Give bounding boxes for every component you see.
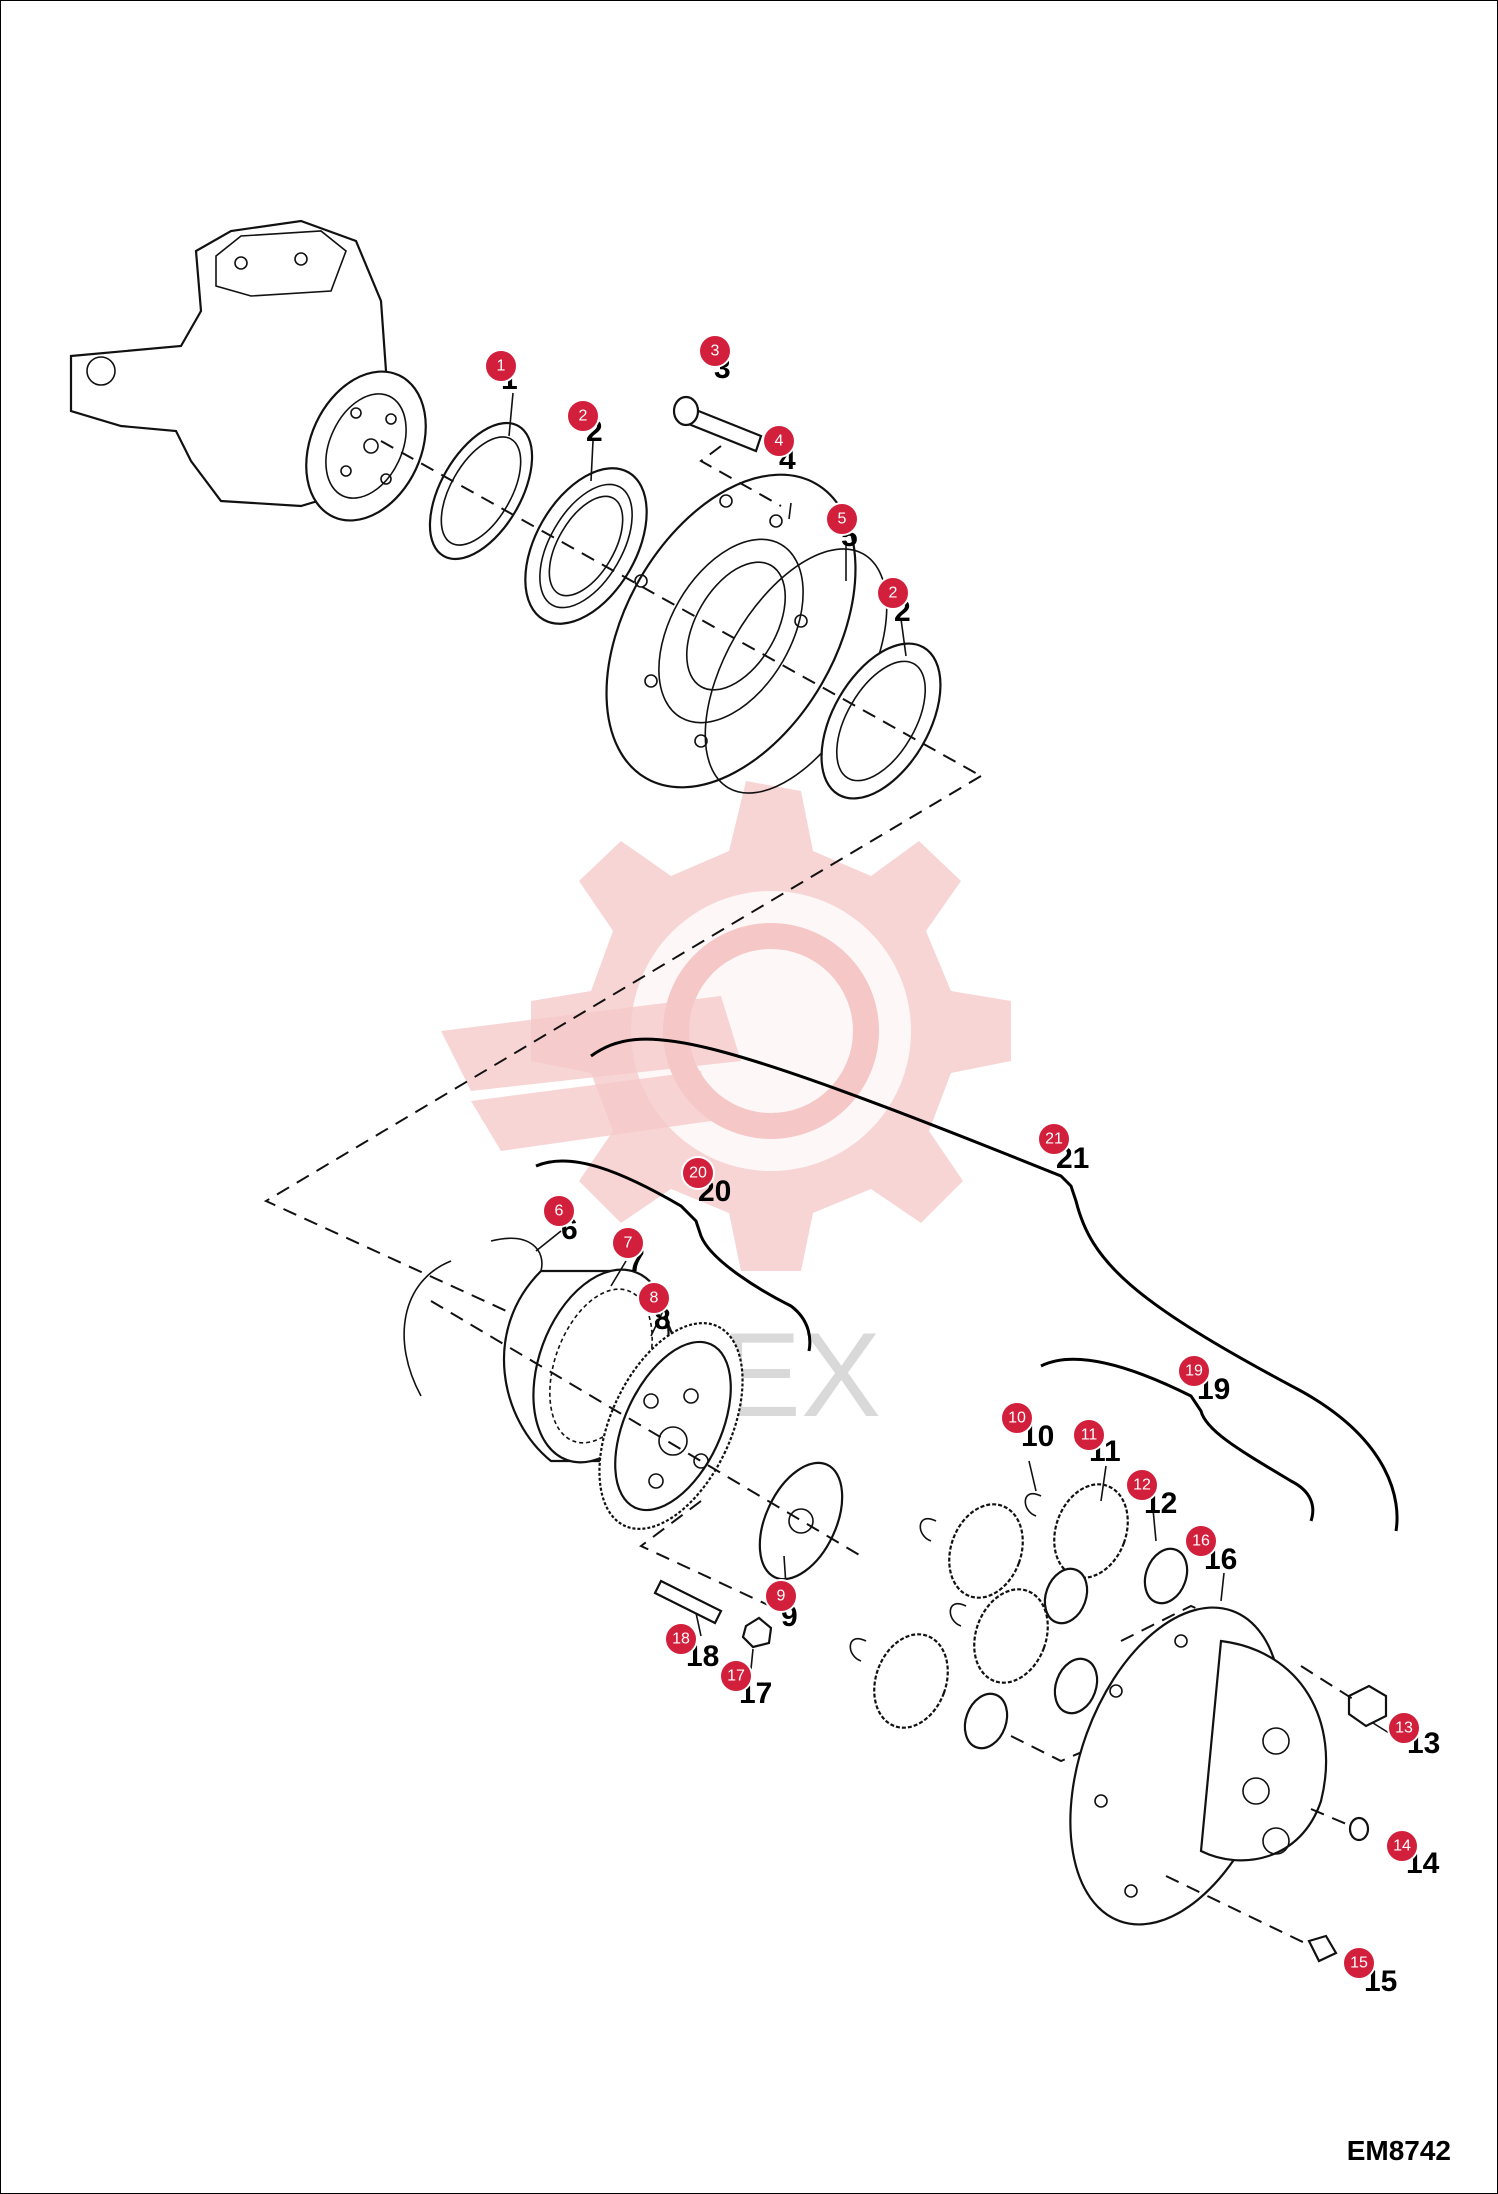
callout-badge-label-6: 6 [555, 1203, 564, 1220]
callout-badge-3[interactable] [698, 334, 732, 368]
callout-badge-7[interactable] [611, 1226, 645, 1260]
callout-badge-6[interactable] [542, 1194, 576, 1228]
callout-badge-9[interactable] [764, 1579, 798, 1613]
callout-badge-label-15: 15 [1350, 1955, 1368, 1972]
callout-badge-label-8: 8 [650, 1290, 659, 1307]
callout-badge-18[interactable] [664, 1622, 698, 1656]
bracket-group-20 [535, 1159, 812, 1352]
carrier-gear-part-8 [598, 1322, 744, 1530]
leader-lines [508, 392, 1390, 1734]
planet-gear-set [849, 1483, 1227, 1763]
planet-carrier-housing-part-16 [1069, 1606, 1328, 1926]
callout-badge-17[interactable] [719, 1659, 753, 1693]
pin-part-18 [653, 1579, 723, 1625]
callout-badge-13[interactable] [1387, 1711, 1421, 1745]
callout-badge-16[interactable] [1184, 1524, 1218, 1558]
callout-badge-label-16: 16 [1192, 1533, 1210, 1550]
wheel-hub-part-4 [605, 473, 857, 789]
callout-badge-8[interactable] [637, 1281, 671, 1315]
callout-badge-label-5: 5 [838, 511, 847, 528]
connecting-dashed-line [263, 775, 982, 1337]
drawing-code: EM8742 [1346, 2135, 1451, 2166]
plug-guide-lines [1165, 1665, 1357, 1947]
callout-badge-label-12: 12 [1133, 1477, 1151, 1494]
drain-plug-part-13 [1347, 1684, 1388, 1728]
callout-badge-label-1: 1 [497, 358, 506, 375]
callout-badge-15[interactable] [1342, 1946, 1376, 1980]
watermark-gear-logo [441, 781, 1011, 1271]
callout-badge-label-2a: 2 [579, 408, 588, 425]
callout-badge-label-21: 21 [1045, 1131, 1063, 1148]
callout-badge-label-14: 14 [1393, 1838, 1411, 1855]
callout-badge-4[interactable] [762, 424, 796, 458]
callout-badge-label-4: 4 [775, 433, 784, 450]
bolt-guide-line [699, 445, 782, 507]
nut-part-17 [741, 1616, 773, 1649]
pin-guide-line [639, 1500, 782, 1612]
thrust-washer-part-9 [758, 1461, 844, 1581]
callout-badge-2b[interactable] [876, 576, 910, 610]
callout-badge-11[interactable] [1072, 1418, 1106, 1452]
tapered-bearing-part-2a [524, 467, 648, 625]
bolt-part-15 [1307, 1934, 1338, 1963]
callout-badge-10[interactable] [1000, 1401, 1034, 1435]
bracket-group-19 [1040, 1357, 1315, 1522]
callout-badge-14[interactable] [1385, 1829, 1419, 1863]
callout-badge-label-17: 17 [727, 1668, 745, 1685]
plug-part-14 [1348, 1816, 1370, 1842]
callout-badge-5[interactable] [825, 502, 859, 536]
callout-badge-label-20: 20 [689, 1165, 707, 1182]
callout-badge-19[interactable] [1177, 1354, 1211, 1388]
callout-badge-1[interactable] [484, 349, 518, 383]
callout-badge-20[interactable] [681, 1156, 715, 1190]
tapered-bearing-part-2b [820, 642, 942, 800]
callout-badge-2a[interactable] [566, 399, 600, 433]
callout-badge-label-18: 18 [672, 1631, 690, 1648]
callout-badge-label-2b: 2 [889, 585, 898, 602]
callout-badge-label-7: 7 [624, 1235, 633, 1252]
callout-badge-label-10: 10 [1008, 1410, 1026, 1427]
callout-badge-label-13: 13 [1395, 1720, 1413, 1737]
steering-knuckle-housing [69, 219, 427, 522]
seal-ring-part-1 [428, 421, 534, 561]
axis-line-lower [430, 1300, 862, 1557]
snap-ring-part-6 [403, 1237, 543, 1397]
callout-badge-label-3: 3 [711, 343, 720, 360]
stud-bolt-part-3 [672, 395, 763, 453]
callout-badge-label-9: 9 [777, 1588, 786, 1605]
callout-badge-21[interactable] [1037, 1122, 1071, 1156]
callout-badge-12[interactable] [1125, 1468, 1159, 1502]
callout-badge-label-19: 19 [1185, 1363, 1203, 1380]
bracket-group-21 [590, 1037, 1399, 1532]
callout-badge-label-11: 11 [1081, 1427, 1098, 1444]
